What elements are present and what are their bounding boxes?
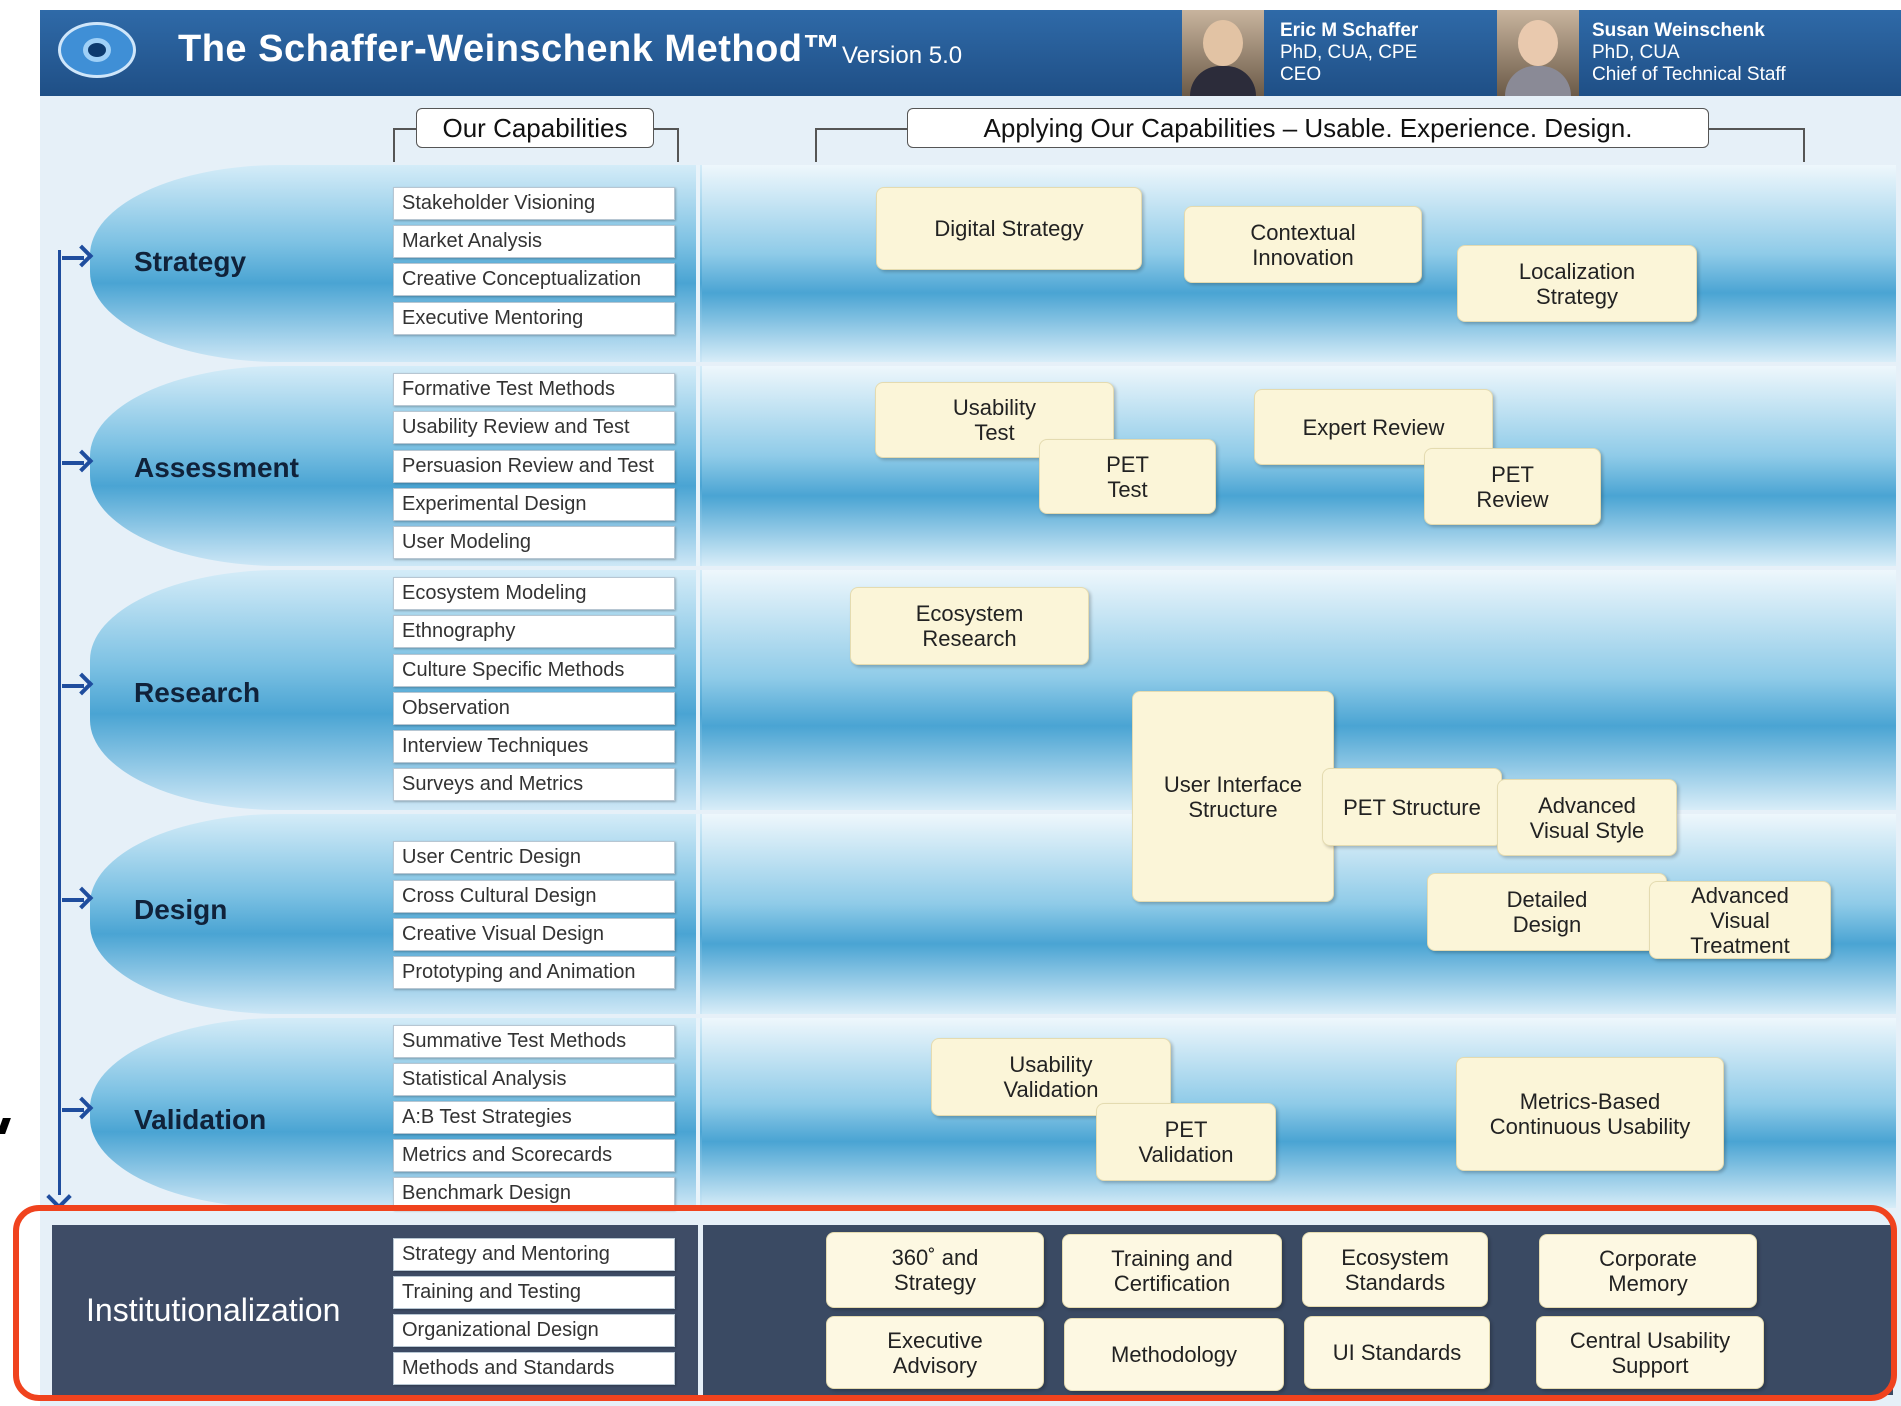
- capability-item: Creative Visual Design: [393, 918, 675, 951]
- inst-box: 360˚ and Strategy: [826, 1232, 1044, 1308]
- susan-weinschenk-credit: Susan Weinschenk PhD, CUA Chief of Techn…: [1592, 20, 1786, 86]
- app-digital-strategy: Digital Strategy: [876, 187, 1142, 270]
- capability-item: Surveys and Metrics: [393, 768, 675, 801]
- capability-item: Cross Cultural Design: [393, 880, 675, 913]
- capability-item: Usability Review and Test: [393, 411, 675, 444]
- arrow-right-icon: [62, 245, 90, 271]
- capability-item: Training and Testing: [393, 1276, 675, 1309]
- capability-item: Metrics and Scorecards: [393, 1139, 675, 1172]
- phase-label-research: Research: [134, 677, 261, 708]
- inst-box: Central Usability Support: [1536, 1316, 1764, 1389]
- arrow-right-icon: [62, 450, 90, 476]
- capability-item: Executive Mentoring: [393, 302, 675, 335]
- app-title: The Schaffer-Weinschenk Method™: [178, 28, 842, 70]
- capability-item: Market Analysis: [393, 225, 675, 258]
- person-name: Eric M Schaffer: [1280, 20, 1419, 41]
- person-name: Susan Weinschenk: [1592, 20, 1765, 41]
- arrow-right-icon: [62, 887, 90, 913]
- capability-item: Culture Specific Methods: [393, 654, 675, 687]
- institutionalization-label: Institutionalization: [86, 1292, 341, 1328]
- app-localization-strategy: Localization Strategy: [1457, 245, 1697, 322]
- app-metrics-continuous: Metrics-Based Continuous Usability: [1456, 1057, 1724, 1171]
- capability-item: Persuasion Review and Test: [393, 450, 675, 483]
- header-bar: [40, 10, 1901, 96]
- capability-item: Creative Conceptualization: [393, 263, 675, 296]
- susan-weinschenk-photo: [1497, 10, 1579, 96]
- capability-item: Ethnography: [393, 615, 675, 648]
- inst-box: Ecosystem Standards: [1302, 1232, 1488, 1307]
- version-label: Version 5.0: [842, 42, 963, 69]
- person-credentials: PhD, CUA, CPE: [1280, 42, 1418, 63]
- app-pet-review: PET Review: [1424, 448, 1601, 525]
- app-pet-structure: PET Structure: [1322, 768, 1502, 846]
- capability-item: User Centric Design: [393, 841, 675, 874]
- person-credentials: PhD, CUA: [1592, 42, 1680, 63]
- arrow-right-icon: [62, 673, 90, 699]
- phase-label-validation: Validation: [134, 1104, 267, 1135]
- app-detailed-design: Detailed Design: [1427, 873, 1667, 951]
- institutionalization-highlight-frame: [13, 1205, 1897, 1401]
- inst-box: Corporate Memory: [1539, 1234, 1757, 1308]
- capability-item: User Modeling: [393, 526, 675, 559]
- phase-label-assessment: Assessment: [134, 452, 299, 483]
- capability-item: Prototyping and Animation: [393, 956, 675, 989]
- capability-item: Summative Test Methods: [393, 1025, 675, 1058]
- capability-item: Formative Test Methods: [393, 373, 675, 406]
- phase-band-research: [90, 570, 1896, 810]
- inst-box: Methodology: [1064, 1318, 1284, 1391]
- capability-item: Statistical Analysis: [393, 1063, 675, 1096]
- capabilities-header: Our Capabilities: [416, 108, 654, 148]
- capability-item: Experimental Design: [393, 488, 675, 521]
- capability-item: Organizational Design: [393, 1314, 675, 1347]
- capability-item: Benchmark Design: [393, 1177, 675, 1210]
- phase-label-design: Design: [134, 894, 228, 925]
- person-role: CEO: [1280, 64, 1322, 85]
- app-ui-structure: User Interface Structure: [1132, 691, 1334, 902]
- capability-item: Stakeholder Visioning: [393, 187, 675, 220]
- applying-header: Applying Our Capabilities – Usable. Expe…: [907, 108, 1709, 148]
- app-advanced-visual-style: Advanced Visual Style: [1497, 779, 1677, 856]
- inst-box: UI Standards: [1304, 1316, 1490, 1389]
- person-role: Chief of Technical Staff: [1592, 64, 1786, 85]
- capability-item: A:B Test Strategies: [393, 1101, 675, 1134]
- phase-label-strategy: Strategy: [134, 246, 247, 277]
- capability-item: Ecosystem Modeling: [393, 577, 675, 610]
- capability-item: Methods and Standards: [393, 1352, 675, 1385]
- capability-item: Interview Techniques: [393, 730, 675, 763]
- eye-logo-icon: [58, 22, 136, 78]
- app-ecosystem-research: Ecosystem Research: [850, 587, 1089, 665]
- inst-box: Training and Certification: [1062, 1234, 1282, 1308]
- side-mark: [0, 1118, 11, 1134]
- app-advanced-visual-treatment: Advanced Visual Treatment: [1649, 881, 1831, 959]
- inst-box: Executive Advisory: [826, 1316, 1044, 1389]
- app-pet-test: PET Test: [1039, 439, 1216, 514]
- phase-flow-line: [58, 250, 61, 1195]
- capability-item: Observation: [393, 692, 675, 725]
- eric-schaffer-credit: Eric M Schaffer PhD, CUA, CPE CEO: [1280, 20, 1418, 86]
- eric-schaffer-photo: [1182, 10, 1264, 96]
- app-pet-validation: PET Validation: [1096, 1103, 1276, 1181]
- arrow-right-icon: [62, 1097, 90, 1123]
- capability-item: Strategy and Mentoring: [393, 1238, 675, 1271]
- app-usability-test: Usability Test: [875, 382, 1114, 458]
- app-contextual-innovation: Contextual Innovation: [1184, 206, 1422, 283]
